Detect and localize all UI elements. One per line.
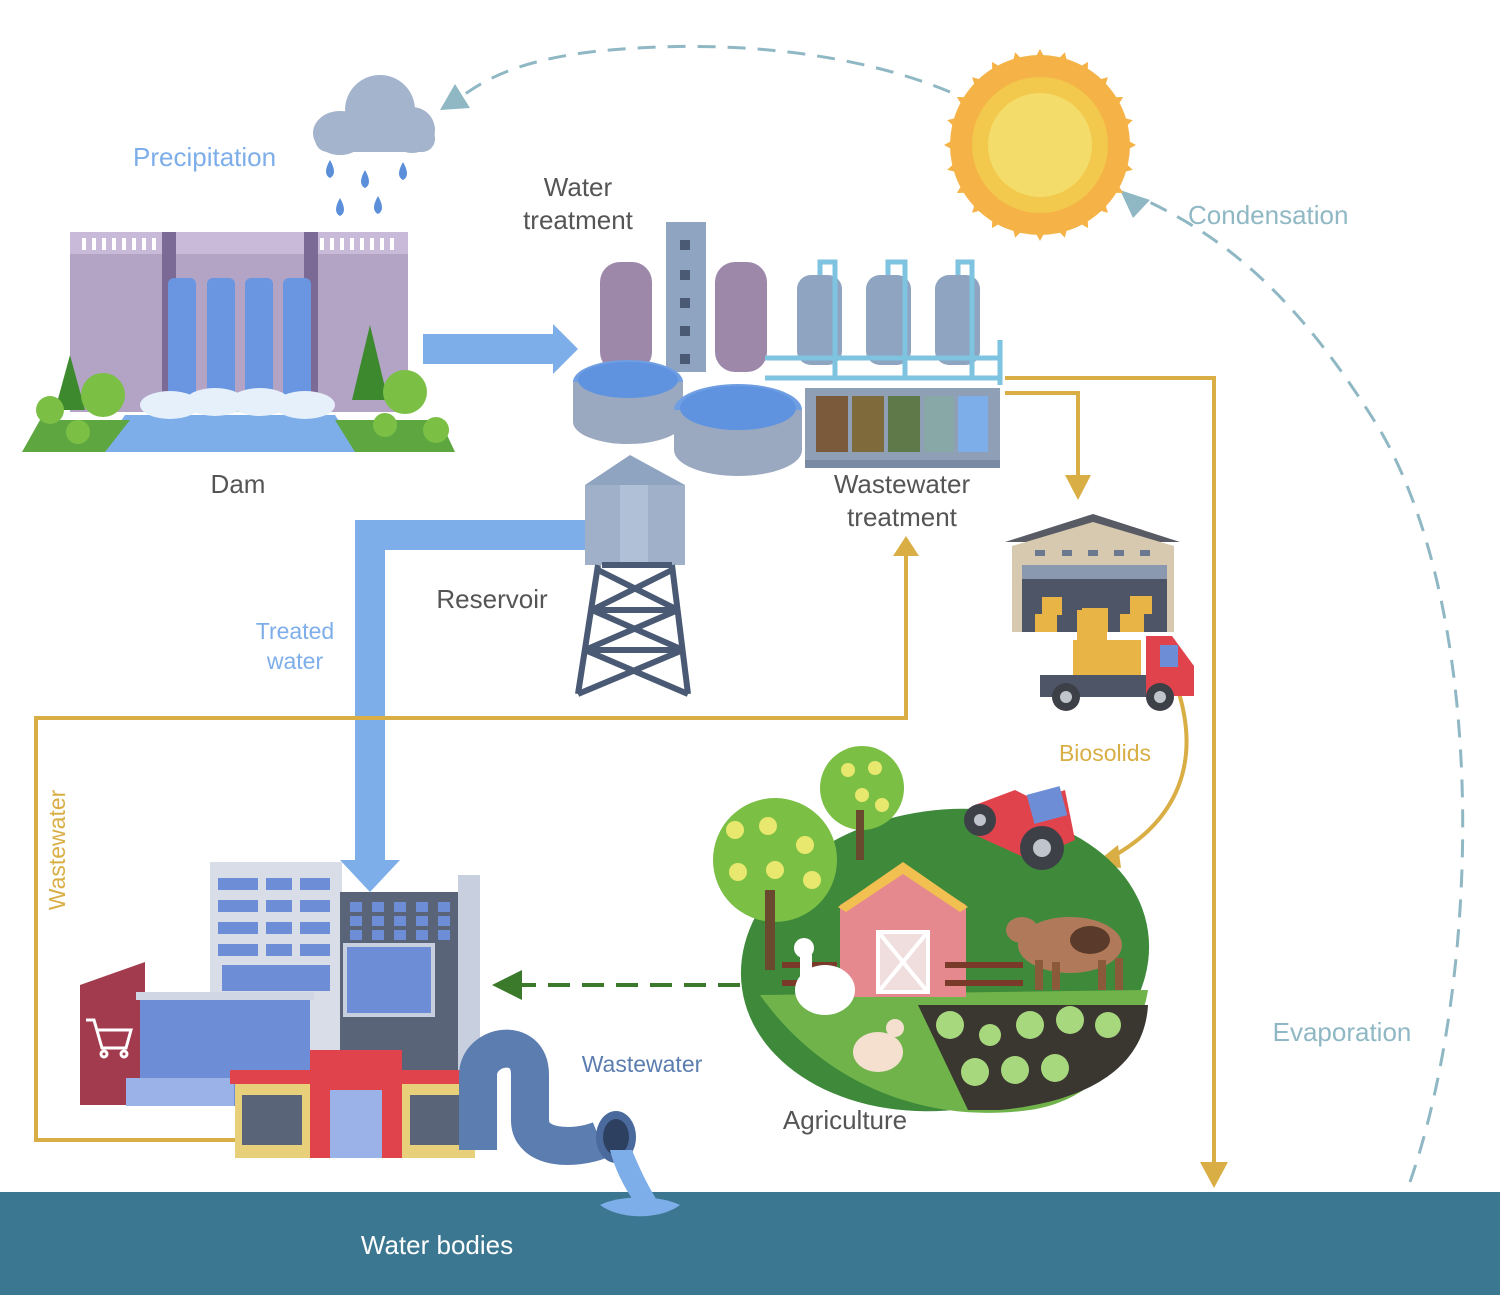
label-water-treatment-1: Water (544, 172, 613, 202)
label-treated-water-2: water (266, 648, 324, 674)
label-wastewater-left: Wastewater (44, 789, 70, 910)
city-buildings-icon (80, 862, 480, 1158)
label-treated-water-1: Treated (256, 618, 334, 644)
treated-water-pipe (340, 324, 590, 892)
label-wastewater-pipe: Wastewater (582, 1051, 703, 1077)
dam-icon (22, 232, 455, 452)
label-condensation: Condensation (1188, 200, 1348, 230)
label-evaporation: Evaporation (1273, 1017, 1412, 1047)
label-precipitation: Precipitation (133, 142, 276, 172)
agriculture-runoff-arrow (492, 970, 740, 1000)
truck-icon (1040, 610, 1194, 711)
condensation-arrowhead (1120, 190, 1150, 218)
treatment-plant-icon (573, 222, 1003, 476)
precipitation-arrowhead (440, 84, 470, 110)
farm-icon (713, 746, 1150, 1113)
tractor-icon (964, 786, 1075, 870)
label-wastewater-treatment-1: Wastewater (834, 469, 971, 499)
outfall-pipe-icon (459, 1029, 680, 1217)
label-agriculture: Agriculture (783, 1105, 907, 1135)
label-wastewater-treatment-2: treatment (847, 502, 958, 532)
evaporation-cycle-arrow (454, 44, 1465, 1183)
label-water-treatment-2: treatment (523, 205, 634, 235)
sun-icon (944, 49, 1136, 241)
label-reservoir: Reservoir (436, 584, 548, 614)
label-water-bodies: Water bodies (361, 1230, 513, 1260)
shopping-cart-icon (86, 1018, 133, 1059)
label-biosolids: Biosolids (1059, 740, 1151, 766)
water-tower-icon (575, 455, 691, 697)
water-bodies (0, 1192, 1500, 1295)
wastewater-lines (34, 376, 1216, 1165)
label-dam: Dam (211, 469, 266, 499)
cloud-rain-icon (313, 75, 435, 216)
